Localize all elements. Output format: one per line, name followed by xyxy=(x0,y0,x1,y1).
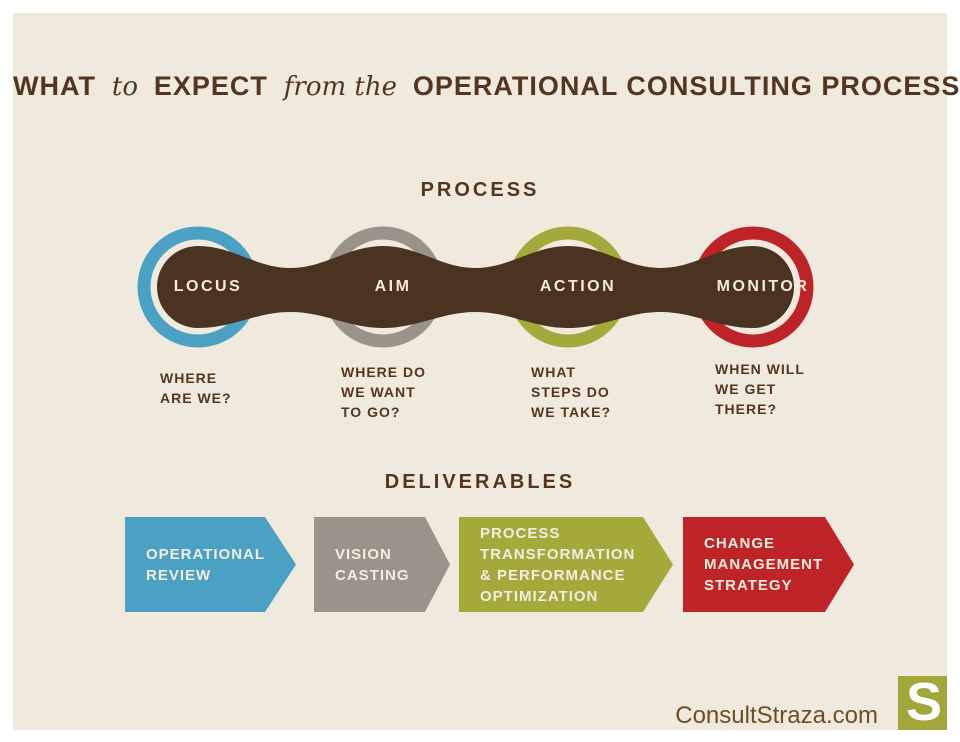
infographic-canvas: WHAT to EXPECT from the OPERATIONAL CONS… xyxy=(13,13,959,730)
logo-letter: S xyxy=(906,676,943,730)
deliverables-section-heading: DELIVERABLES xyxy=(384,471,576,493)
question-locus: WHERE ARE WE? xyxy=(160,370,232,406)
deliverable-arrow-change-management: CHANGE MANAGEMENT STRATEGY xyxy=(683,517,854,612)
process-section-heading: PROCESS xyxy=(420,179,540,201)
deliverable-label: CHANGE MANAGEMENT STRATEGY xyxy=(704,535,824,594)
question-monitor: WHEN WILL WE GET THERE? xyxy=(715,361,805,417)
deliverable-label: PROCESS TRANSFORMATION & PERFORMANCE OPT… xyxy=(480,524,636,605)
node-label-locus: LOCUS xyxy=(173,278,243,295)
title-caps-expect: EXPECT xyxy=(153,71,268,101)
question-action: WHAT STEPS DO WE TAKE? xyxy=(531,364,612,420)
deliverable-arrow-operational-review: OPERATIONAL REVIEW xyxy=(125,517,296,612)
title-caps-process: OPERATIONAL CONSULTING PROCESS xyxy=(412,71,960,101)
deliverable-arrow-vision-casting: VISION CASTING xyxy=(314,517,450,612)
title-script-from: from the xyxy=(283,72,398,102)
node-label-action: ACTION xyxy=(539,278,617,295)
process-band-graphic xyxy=(137,226,814,348)
title-script-to: to xyxy=(111,72,138,102)
deliverable-label: OPERATIONAL REVIEW xyxy=(146,545,266,584)
deliverable-label: VISION CASTING xyxy=(335,545,410,584)
site-url[interactable]: ConsultStraza.com xyxy=(675,702,878,729)
straza-logo: S xyxy=(898,676,947,730)
node-label-aim: AIM xyxy=(374,278,412,295)
page-title: WHAT to EXPECT from the OPERATIONAL CONS… xyxy=(13,66,959,105)
question-aim: WHERE DO WE WANT TO GO? xyxy=(341,364,426,420)
process-ribbon xyxy=(157,246,794,328)
title-caps-what: WHAT xyxy=(13,71,96,101)
node-label-monitor: MONITOR xyxy=(716,278,810,295)
deliverable-arrow-process-transformation: PROCESS TRANSFORMATION & PERFORMANCE OPT… xyxy=(459,517,673,612)
